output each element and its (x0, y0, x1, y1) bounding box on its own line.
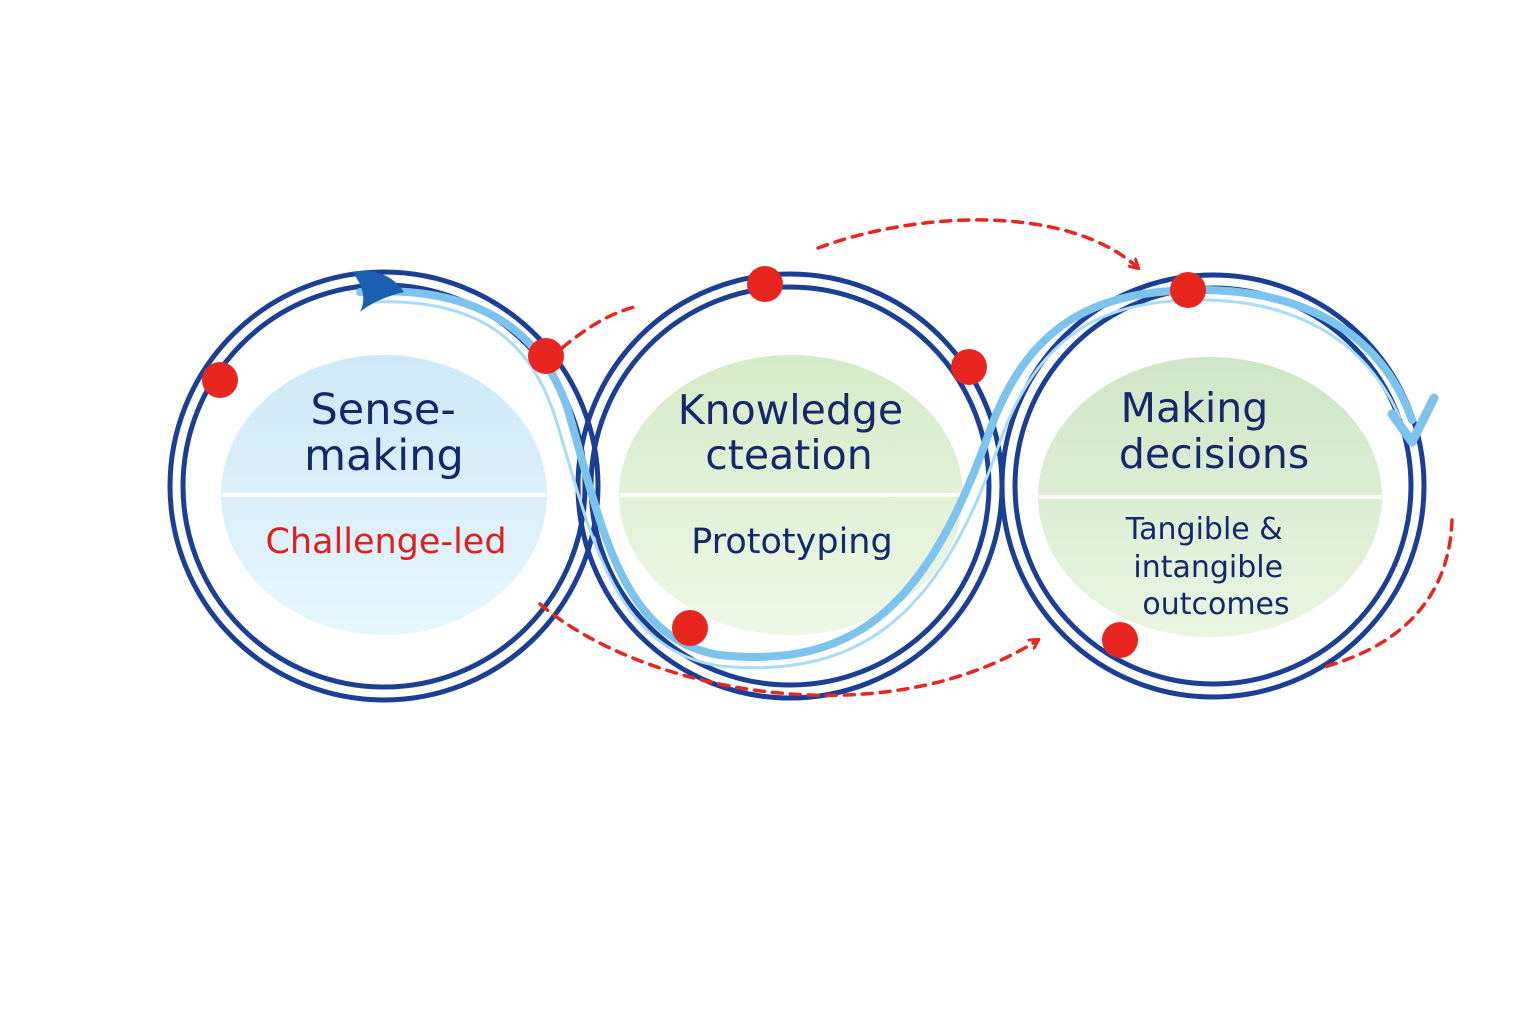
dashed-arrow-short (560, 305, 636, 350)
node-4 (951, 349, 987, 385)
dashed-arrows (538, 218, 1454, 697)
stage-1-title: Sense- making (304, 385, 469, 481)
stage-2-subtitle: Prototyping (691, 522, 892, 562)
flow-end-arrow-icon (1387, 393, 1439, 447)
dashed-arrow-top (816, 218, 1138, 268)
dashed-arrow-right (1322, 518, 1454, 669)
stage-fill-2 (619, 355, 963, 635)
stage-3-subtitle: Tangible & intangible outcomes (1125, 512, 1293, 622)
stage-2-title: Knowledge cteation (678, 386, 916, 479)
node-7 (1102, 622, 1138, 658)
node-5 (672, 610, 708, 646)
dashed-arrow-bottom (538, 602, 1038, 697)
node-1 (202, 362, 238, 398)
node-6 (1170, 272, 1206, 308)
stage-3-title: Making decisions (1119, 384, 1309, 478)
flow-start-arrow-icon (352, 270, 404, 312)
node-2 (528, 338, 564, 374)
node-3 (747, 266, 783, 302)
stage-fill-3 (1038, 357, 1382, 637)
red-nodes (202, 266, 1206, 658)
stage-1-subtitle: Challenge-led (265, 522, 506, 562)
stage-fill-1 (221, 355, 547, 635)
flow-ribbon (356, 285, 1416, 670)
